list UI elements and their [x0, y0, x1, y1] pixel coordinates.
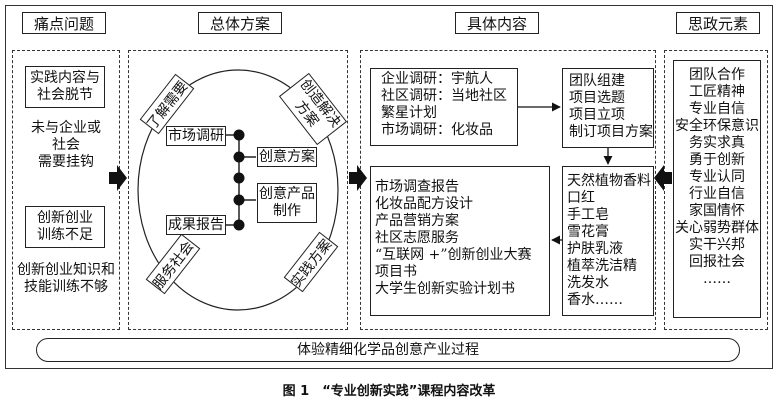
cycle-ellipse [137, 69, 339, 311]
products-box: 天然植物香料口红手工皂雪花膏护肤乳液植萃洗洁精洗发水香水…… [562, 166, 654, 316]
pain-box-training: 创新创业训练不足 [25, 206, 105, 248]
node-idea-product: 创意产品制作 [257, 183, 317, 223]
node-result-report: 成果报告 [166, 215, 226, 235]
pain-text-not-linked: 未与企业或社会需要挂钩 [31, 120, 101, 170]
overall-plan-column [128, 50, 348, 330]
team-box: 团队组建项目选题项目立项制订项目方案 [562, 68, 654, 148]
ideology-box: 团队合作工匠精神专业自信安全环保意识务实求真勇于创新专业认同行业自信家国情怀关心… [673, 60, 761, 318]
node-market-research: 市场调研 [166, 126, 226, 146]
specific-content-column [360, 50, 656, 330]
ideology-column [664, 50, 768, 330]
bottom-process-bar: 体验精细化学品创意产业过程 [36, 338, 740, 362]
block-arrow-1 [109, 165, 127, 191]
block-arrow-2 [349, 165, 367, 191]
overall-plan-diagram [137, 69, 339, 311]
header-pain-points: 痛点问题 [22, 12, 106, 34]
pain-box-disconnect: 实践内容与社会脱节 [25, 66, 105, 108]
outputs-box: 市场调查报告化妆品配方设计产品营销方案社区志愿服务“互联网 +”创新创业大赛项目… [370, 166, 550, 316]
header-ideology: 思政元素 [676, 12, 760, 34]
figure-caption: 图 1 “专业创新实践”课程内容改革 [282, 384, 496, 399]
node-dot-5 [233, 219, 245, 231]
pain-points-column [12, 50, 120, 330]
header-specific-content: 具体内容 [455, 12, 539, 34]
node-dot-2 [233, 151, 245, 163]
block-arrow-3 [654, 165, 672, 191]
header-overall-plan: 总体方案 [198, 12, 282, 34]
node-dot-4 [233, 194, 245, 206]
outer-frame [5, 5, 773, 369]
node-idea-plan: 创意方案 [257, 147, 317, 167]
node-dot-1 [233, 129, 245, 141]
pain-text-skills: 创新创业知识和技能训练不够 [17, 262, 115, 295]
node-dot-3 [233, 172, 245, 184]
research-box: 企业调研：宇航人社区调研：当地社区繁星计划市场调研：化妆品 [370, 68, 518, 146]
